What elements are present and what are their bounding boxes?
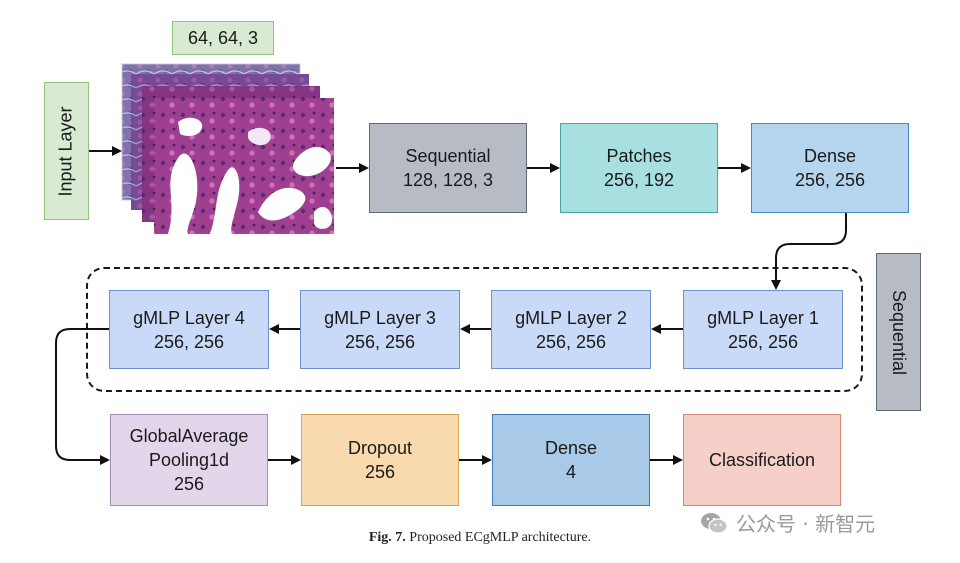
dropout-shape: 256 — [364, 462, 396, 482]
patches-node: Patches 256, 192 — [560, 123, 718, 213]
patches-node-shape: 256, 192 — [603, 170, 675, 190]
gmlp-layer-3-shape: 256, 256 — [344, 331, 416, 352]
caption-text: Proposed ECgMLP architecture. — [409, 530, 592, 545]
gmlp-layer-4-name: gMLP Layer 4 — [133, 307, 245, 328]
sequential-node-shape: 128, 128, 3 — [402, 170, 494, 190]
sequential-node-name: Sequential — [405, 146, 491, 166]
dense-bottom-shape: 4 — [565, 462, 576, 482]
gmlp-layer-2-node: gMLP Layer 2 256, 256 — [491, 290, 651, 369]
gap-shape: 256 — [173, 474, 205, 494]
watermark-text: 公众号 · 新智元 — [736, 512, 876, 536]
sequential-node: Sequential 128, 128, 3 — [369, 123, 527, 213]
input-shape-label: 64, 64, 3 — [187, 27, 259, 48]
input-shape-box: 64, 64, 3 — [172, 21, 274, 55]
wechat-icon — [701, 512, 728, 534]
dropout-name: Dropout — [347, 438, 413, 458]
gmlp-layer-1-node: gMLP Layer 1 256, 256 — [683, 290, 843, 369]
figure-caption: Fig. 7. Proposed ECgMLP architecture. — [0, 530, 960, 546]
dropout-node: Dropout 256 — [301, 414, 459, 506]
caption-prefix: Fig. 7. — [368, 530, 406, 545]
gmlp-layer-1-shape: 256, 256 — [727, 331, 799, 352]
dense-top-node-name: Dense — [803, 146, 857, 166]
gap-name-line1: GlobalAverage — [129, 426, 249, 446]
global-average-pooling-node: GlobalAverage Pooling1d 256 — [110, 414, 268, 506]
gmlp-layer-2-shape: 256, 256 — [535, 331, 607, 352]
dense-bottom-node: Dense 4 — [492, 414, 650, 506]
input-layer-box: Input Layer — [44, 82, 89, 220]
gmlp-layer-3-node: gMLP Layer 3 256, 256 — [300, 290, 460, 369]
sequential-group-label-box: Sequential — [876, 253, 921, 411]
sequential-group-label: Sequential — [889, 289, 910, 375]
watermark: 公众号 · 新智元 — [700, 508, 875, 537]
gmlp-layer-1-name: gMLP Layer 1 — [707, 307, 819, 328]
dense-top-node-shape: 256, 256 — [794, 170, 866, 190]
dense-top-node: Dense 256, 256 — [751, 123, 909, 213]
gmlp-layer-3-name: gMLP Layer 3 — [324, 307, 436, 328]
classification-name: Classification — [708, 450, 816, 470]
patches-node-name: Patches — [606, 146, 672, 166]
gmlp-layer-2-name: gMLP Layer 2 — [515, 307, 627, 328]
input-layer-label: Input Layer — [56, 105, 76, 197]
gap-name-line2: Pooling1d — [148, 450, 230, 470]
gmlp-layer-4-shape: 256, 256 — [153, 331, 225, 352]
gmlp-layer-4-node: gMLP Layer 4 256, 256 — [109, 290, 269, 369]
histology-image-stack — [121, 63, 334, 234]
dense-bottom-name: Dense — [544, 438, 598, 458]
classification-node: Classification — [683, 414, 841, 506]
